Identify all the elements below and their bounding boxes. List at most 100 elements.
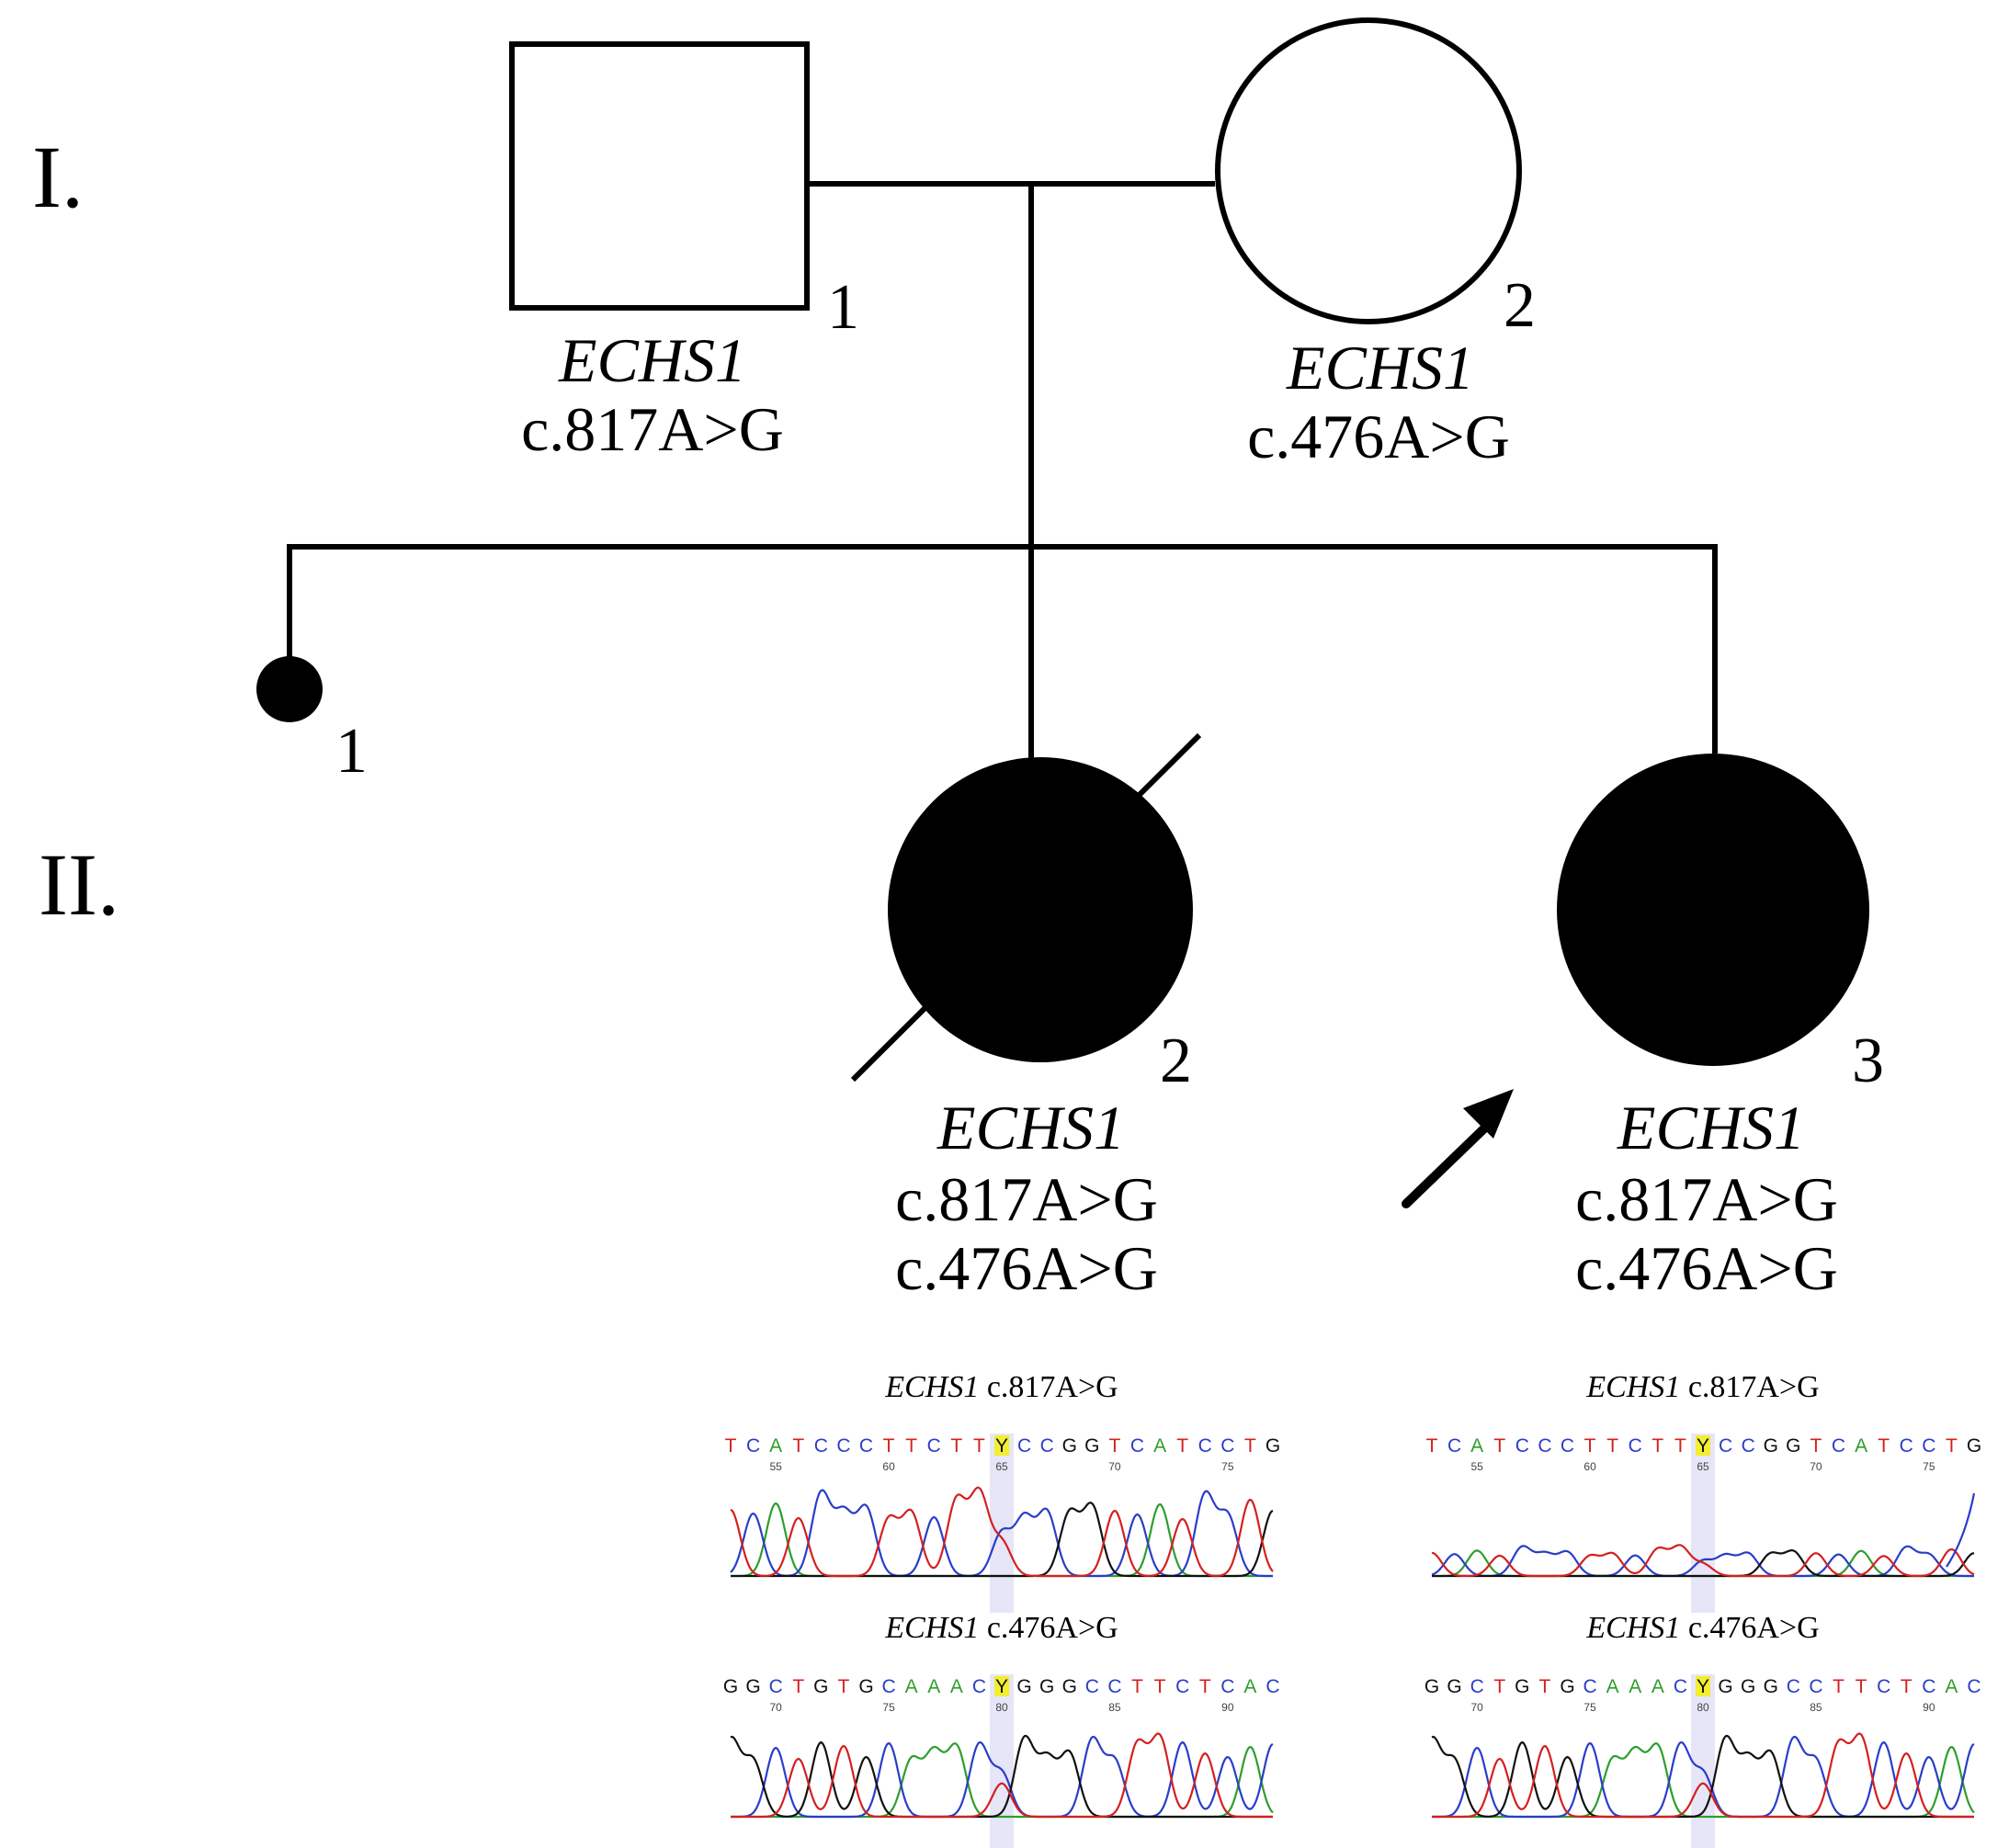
chromatogram-title-variant: c.817A>G (979, 1370, 1118, 1404)
variant-label-1: c.817A>G (1575, 1164, 1838, 1234)
base-call: C (1922, 1435, 1935, 1457)
generation-label-I: I. (32, 128, 84, 226)
base-position-label: 80 (995, 1701, 1008, 1714)
heterozygous-call-highlight (994, 1676, 1009, 1696)
base-call: G (1062, 1676, 1077, 1697)
base-position-label: 90 (1221, 1701, 1234, 1714)
base-position-label: 85 (1108, 1701, 1121, 1714)
base-call: T (1109, 1435, 1121, 1457)
individual-number: 3 (1852, 1026, 1884, 1096)
trace-g (1431, 1734, 1974, 1819)
base-call: T (1901, 1676, 1913, 1697)
base-call: A (927, 1676, 940, 1697)
base-call: C (881, 1676, 895, 1697)
base-call: A (905, 1676, 918, 1697)
base-call: G (858, 1676, 873, 1697)
heterozygous-call-highlight (1696, 1435, 1710, 1456)
heterozygous-call-highlight (994, 1435, 1009, 1456)
base-position-label: 70 (1470, 1701, 1483, 1714)
individual-II3: 3 ECHS1 c.817A>G c.476A>G (1402, 754, 1884, 1303)
base-call: G (1560, 1676, 1574, 1697)
base-position-label: 55 (769, 1460, 782, 1473)
base-call: G (1786, 1435, 1800, 1457)
base-call: G (1764, 1435, 1778, 1457)
base-call: G (1424, 1676, 1439, 1697)
base-call: C (1198, 1435, 1212, 1457)
base-call: G (1062, 1435, 1077, 1457)
individual-I2: 2 ECHS1 c.476A>G (1215, 17, 1536, 471)
base-call: Y (995, 1676, 1008, 1697)
base-call: G (1084, 1435, 1099, 1457)
base-call: A (1855, 1435, 1867, 1457)
base-call: Y (1697, 1435, 1709, 1457)
base-call: A (769, 1435, 782, 1457)
base-call: C (927, 1435, 941, 1457)
base-call: Y (1697, 1676, 1709, 1697)
base-call: A (1243, 1676, 1256, 1697)
base-position-label: 80 (1697, 1701, 1709, 1714)
base-call: C (769, 1676, 783, 1697)
base-call: T (1493, 1435, 1505, 1457)
variant-highlight-column (990, 1674, 1014, 1848)
variant-label-2: c.476A>G (1575, 1233, 1838, 1303)
base-position-label: 75 (882, 1701, 895, 1714)
base-call: T (1176, 1435, 1188, 1457)
base-call: T (1651, 1435, 1663, 1457)
base-call: C (1130, 1435, 1144, 1457)
base-call: T (1493, 1676, 1505, 1697)
base-call: T (1674, 1435, 1686, 1457)
base-call: T (792, 1676, 804, 1697)
base-call: G (1515, 1676, 1529, 1697)
base-call: C (1220, 1676, 1234, 1697)
individual-II1: 1 (256, 656, 368, 787)
variant-label: c.817A>G (521, 394, 784, 464)
female-circle (1215, 17, 1522, 324)
male-square (509, 41, 810, 311)
chromatogram-title: ECHS1 c.476A>G (884, 1611, 1118, 1645)
chromatogram-title-gene: ECHS1 (1585, 1611, 1680, 1645)
base-call: T (1606, 1435, 1618, 1457)
chromatogram-title-variant: c.476A>G (1680, 1611, 1819, 1645)
base-call: G (745, 1676, 760, 1697)
base-call: A (950, 1676, 963, 1697)
base-call: C (1107, 1676, 1121, 1697)
chromatogram-title-gene: ECHS1 (884, 1370, 979, 1404)
base-call: T (905, 1435, 917, 1457)
base-call: C (1470, 1676, 1484, 1697)
base-call: G (723, 1676, 738, 1697)
individual-number: 2 (1504, 270, 1536, 341)
variant-label-1: c.817A>G (895, 1164, 1158, 1234)
base-call: C (1877, 1676, 1890, 1697)
base-call: T (1131, 1676, 1143, 1697)
base-position-label: 85 (1810, 1701, 1822, 1714)
base-call: C (972, 1676, 986, 1697)
base-call: Y (995, 1435, 1008, 1457)
base-call: G (1447, 1676, 1461, 1697)
base-position-label: 90 (1923, 1701, 1935, 1714)
base-call: T (1833, 1676, 1844, 1697)
base-call: T (1946, 1435, 1958, 1457)
base-call: G (1266, 1435, 1280, 1457)
base-call: A (1470, 1435, 1483, 1457)
trace-t (1431, 1544, 1975, 1578)
base-call: A (1945, 1676, 1958, 1697)
individual-number: 2 (1160, 1026, 1192, 1096)
base-call: C (1538, 1435, 1551, 1457)
individual-number: 1 (335, 716, 368, 787)
trace-g (1432, 1549, 1975, 1578)
variant-highlight-column (1691, 1434, 1715, 1613)
female-circle-affected (888, 757, 1193, 1062)
base-call: C (1629, 1435, 1642, 1457)
trace-t (731, 1732, 1273, 1819)
gene-label: ECHS1 (936, 1093, 1125, 1162)
base-call: C (1266, 1676, 1279, 1697)
base-position-label: 55 (1470, 1460, 1483, 1473)
gene-label: ECHS1 (1617, 1093, 1805, 1162)
base-call: C (814, 1435, 828, 1457)
